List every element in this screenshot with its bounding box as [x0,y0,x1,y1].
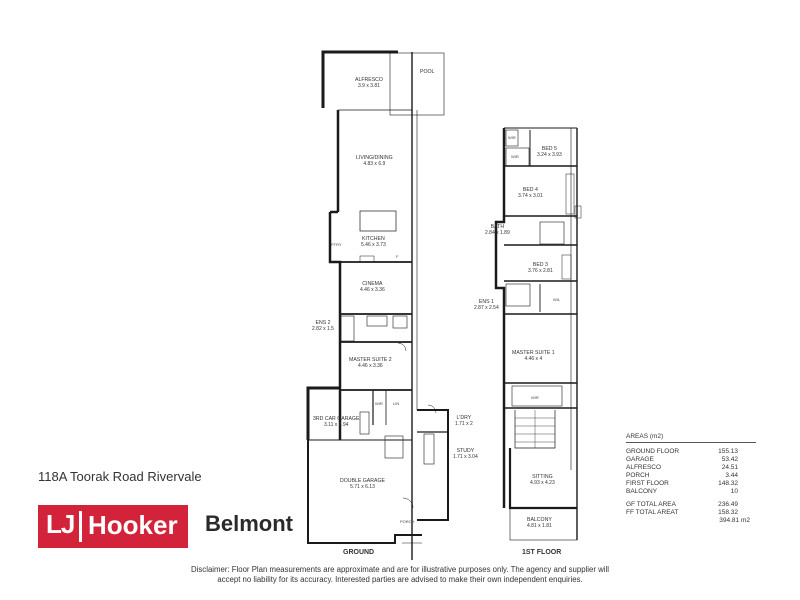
wir-4-label: WIR [511,154,519,159]
room-double-garage: DOUBLE GARAGE 5.71 x 6.13 [340,478,385,490]
room-study: STUDY 1.71 x 3.04 [453,448,478,460]
area-row: PORCH 3.44 [626,472,756,480]
room-ens-2: ENS 2 2.82 x 1.5 [312,320,334,332]
wir-5-label: WIR [508,135,516,140]
room-sitting: SITTING 4.93 x 4.23 [530,474,555,486]
area-value: 155.13 [718,448,738,455]
area-label: FIRST FLOOR [626,480,669,487]
area-value: 148.32 [718,480,738,487]
office-name: Belmont [205,511,293,536]
area-row: FF TOTAL AREAT 158.32 [626,509,756,517]
balcony-outline [509,507,578,541]
area-value: 24.51 [721,464,738,471]
area-label: GROUND FLOOR [626,448,680,455]
room-bath: BATH 2.84 x 1.89 [485,224,510,236]
area-row: ALFRESCO 24.51 [626,464,756,472]
lin-label: LIN [393,401,400,406]
logo-hooker-text: Hooker [88,510,178,540]
room-ens-1: ENS 1 2.87 x 2.54 [474,299,499,311]
disclaimer: Disclaimer: Floor Plan measurements are … [0,565,800,585]
area-row: FIRST FLOOR 148.32 [626,480,756,488]
room-living-dining: LIVING/DINING 4.83 x 6.9 [356,155,393,167]
logo-lj-text: LJ [46,509,75,539]
room-master-suite-1: MASTER SUITE 1 4.46 x 4 [512,350,555,362]
logo-divider [79,511,82,542]
total-area: 394.81 m2 [719,517,750,524]
pool-outline [389,52,445,116]
room-cinema: CINEMA 4.46 x 3.36 [360,281,385,293]
area-totals: GF TOTAL AREA 236.49 FF TOTAL AREAT 158.32 [626,501,756,517]
alfresco-wall [321,50,398,108]
area-value: 10 [730,488,738,495]
room-pantry: PTRY [331,242,342,247]
disclaimer-line-2: accept no liability for its accuracy. In… [217,575,583,584]
porch-label: PORCH [400,519,415,524]
lj-hooker-logo: LJ Hooker [38,505,188,548]
room-master-suite-2: MASTER SUITE 2 4.46 x 3.36 [349,357,392,369]
room-pool: POOL [420,69,435,75]
area-value: 3.44 [725,472,738,479]
room-alfresco: ALFRESCO 3.9 x 3.81 [355,77,383,89]
room-bed-4: BED 4 3.74 x 3.01 [518,187,543,199]
first-floor-label: 1ST FLOOR [522,549,562,556]
area-label: PORCH [626,472,650,479]
area-value: 158.32 [718,509,738,516]
disclaimer-line-1: Disclaimer: Floor Plan measurements are … [191,565,609,574]
area-row: BALCONY 10 [626,488,756,496]
area-value: 53.42 [721,456,738,463]
area-row: GROUND FLOOR 155.13 [626,448,756,456]
area-label: BALCONY [626,488,658,495]
property-address: 118A Toorak Road Rivervale [38,469,202,484]
room-bed-5: BED 5 3.24 x 3.93 [537,146,562,158]
wir-1-label: WIR [531,395,539,400]
area-label: FF TOTAL AREAT [626,509,679,516]
room-balcony: BALCONY 4.81 x 1.81 [527,517,552,529]
area-label: ALFRESCO [626,464,662,471]
wir-label: WIR [375,401,383,406]
area-row: GARAGE 53.42 [626,456,756,464]
area-value: 236.49 [718,501,738,508]
kitchen-island [359,210,397,232]
room-laundry: L'DRY 1.71 x 2 [455,415,473,427]
areas-title: AREAS (m2) [626,433,756,443]
area-row: GF TOTAL AREA 236.49 [626,501,756,509]
area-label: GF TOTAL AREA [626,501,676,508]
ground-floor-label: GROUND [343,549,375,556]
room-kitchen: KITCHEN 5.46 x 3.73 [361,236,386,248]
fridge-label: F [396,254,399,259]
wil-label: WIL [553,297,561,302]
room-3rd-car-garage: 3RD CAR GARAGE 3.11 x 3.94 [313,416,360,428]
area-label: GARAGE [626,456,654,463]
room-bed-3: BED 3 3.76 x 2.81 [528,262,553,274]
